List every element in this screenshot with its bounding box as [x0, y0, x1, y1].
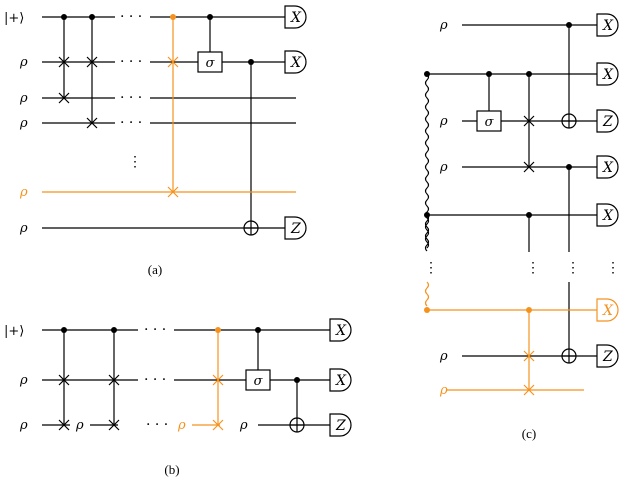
- panel-b: [42, 329, 330, 433]
- caption-b: (b): [164, 462, 179, 477]
- measure-x-label: X: [335, 373, 347, 389]
- hdots: · · ·: [120, 54, 142, 70]
- sigma-label: σ: [254, 374, 264, 389]
- rho-label-highlight: ρ: [177, 418, 186, 433]
- measure-x-label: X: [290, 55, 302, 71]
- panel-c-controls: [424, 22, 572, 313]
- panel-a-controls: [61, 14, 254, 65]
- panel-c-sigma-gate: σ: [476, 110, 502, 132]
- vdots: ⋮: [606, 260, 620, 276]
- rho-label: ρ: [439, 114, 448, 129]
- panel-c-highlight: [424, 281, 597, 396]
- hdots: · · ·: [146, 417, 168, 433]
- rho-label: ρ: [19, 418, 28, 433]
- measure-x-label-highlight: X: [602, 303, 614, 319]
- rho-label-highlight: ρ: [19, 185, 28, 200]
- measure-z-label: Z: [335, 418, 346, 434]
- measure-x-label: X: [602, 208, 614, 224]
- vdots: ⋮: [526, 260, 540, 276]
- rho-label: ρ: [75, 418, 84, 433]
- rho-label: ρ: [19, 373, 28, 388]
- caption-a: (a): [148, 262, 162, 277]
- rho-label: ρ: [239, 418, 248, 433]
- measure-highlight: [596, 298, 619, 322]
- hdots: · · ·: [144, 372, 166, 388]
- measure-x-label: X: [602, 18, 614, 34]
- measure-z-label: Z: [602, 349, 613, 365]
- measure-x-label: X: [602, 160, 614, 176]
- rho-label-highlight: ρ: [439, 383, 448, 398]
- hdots: · · ·: [144, 322, 166, 338]
- caption-c: (c): [522, 426, 536, 441]
- rho-label: ρ: [19, 221, 28, 236]
- hdots: · · ·: [120, 115, 142, 131]
- rho-label: ρ: [439, 18, 448, 33]
- rho-label: ρ: [19, 91, 28, 106]
- rho-label: ρ: [19, 55, 28, 70]
- panel-a-sigma-gate: σ: [197, 51, 223, 73]
- panel-a: [42, 16, 296, 236]
- sigma-label: σ: [485, 115, 495, 130]
- rho-label: ρ: [439, 160, 448, 175]
- measure-x-label: X: [602, 67, 614, 83]
- measure-z-label: Z: [290, 221, 301, 237]
- panel-b-controls: [61, 327, 300, 383]
- vdots: ⋮: [566, 260, 580, 276]
- panel-b-highlight: [192, 330, 224, 431]
- vdots: ⋮: [424, 260, 438, 276]
- plus-state-label: |+⟩: [4, 324, 24, 339]
- rho-label: ρ: [19, 116, 28, 131]
- hdots: · · ·: [120, 9, 142, 25]
- plus-state-label: |+⟩: [4, 11, 24, 26]
- panel-b-sigma-gate: σ: [245, 369, 271, 391]
- sigma-label: σ: [206, 56, 216, 71]
- rho-label: ρ: [439, 349, 448, 364]
- panel-a-highlight: [42, 17, 296, 198]
- measure-x-label: X: [290, 10, 302, 26]
- measure-z-label: Z: [602, 114, 613, 130]
- measure-x-label: X: [335, 323, 347, 339]
- vdots: ⋮: [128, 154, 142, 170]
- panel-c: [424, 24, 597, 364]
- hdots: · · ·: [120, 90, 142, 106]
